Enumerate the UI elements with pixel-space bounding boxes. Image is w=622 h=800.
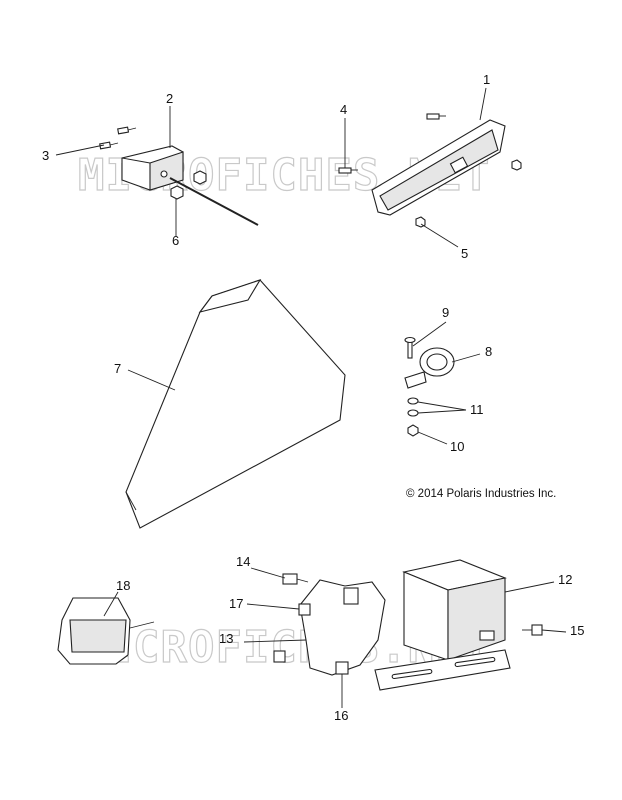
part-1-light-bar xyxy=(371,119,506,216)
part-10-nut xyxy=(407,424,419,437)
leader-lines xyxy=(55,87,567,708)
part-13-plate xyxy=(299,579,386,676)
callout-9: 9 xyxy=(442,305,449,320)
callout-10: 10 xyxy=(450,439,464,454)
part-6-nuts xyxy=(170,170,207,200)
part-17-nut xyxy=(273,603,311,663)
part-2-box xyxy=(121,145,259,226)
part-11-washers xyxy=(407,397,419,417)
callout-8: 8 xyxy=(485,344,492,359)
callout-15: 15 xyxy=(570,623,584,638)
part-8-clamp xyxy=(404,347,455,389)
part-7-panel xyxy=(125,279,346,529)
callout-5: 5 xyxy=(461,246,468,261)
part-3-screws xyxy=(99,126,137,150)
callout-7: 7 xyxy=(114,361,121,376)
callout-11: 11 xyxy=(470,402,484,417)
callout-18: 18 xyxy=(116,578,130,593)
callout-1: 1 xyxy=(483,72,490,87)
part-14-bolt xyxy=(282,573,309,585)
part-4-screws xyxy=(338,113,446,174)
part-5-nuts xyxy=(415,159,522,228)
callout-3: 3 xyxy=(42,148,49,163)
part-18-tail-light xyxy=(57,597,155,665)
part-16-nut xyxy=(335,661,349,675)
part-12-bracket xyxy=(374,559,511,691)
callout-14: 14 xyxy=(236,554,250,569)
part-15-bolt xyxy=(479,624,543,641)
callout-4: 4 xyxy=(340,102,347,117)
callout-6: 6 xyxy=(172,233,179,248)
callout-12: 12 xyxy=(558,572,572,587)
copyright-text: © 2014 Polaris Industries Inc. xyxy=(406,488,556,500)
callout-17: 17 xyxy=(229,596,243,611)
callout-16: 16 xyxy=(334,708,348,723)
callout-2: 2 xyxy=(166,91,173,106)
callout-13: 13 xyxy=(219,631,233,646)
part-9-screw xyxy=(404,336,416,359)
